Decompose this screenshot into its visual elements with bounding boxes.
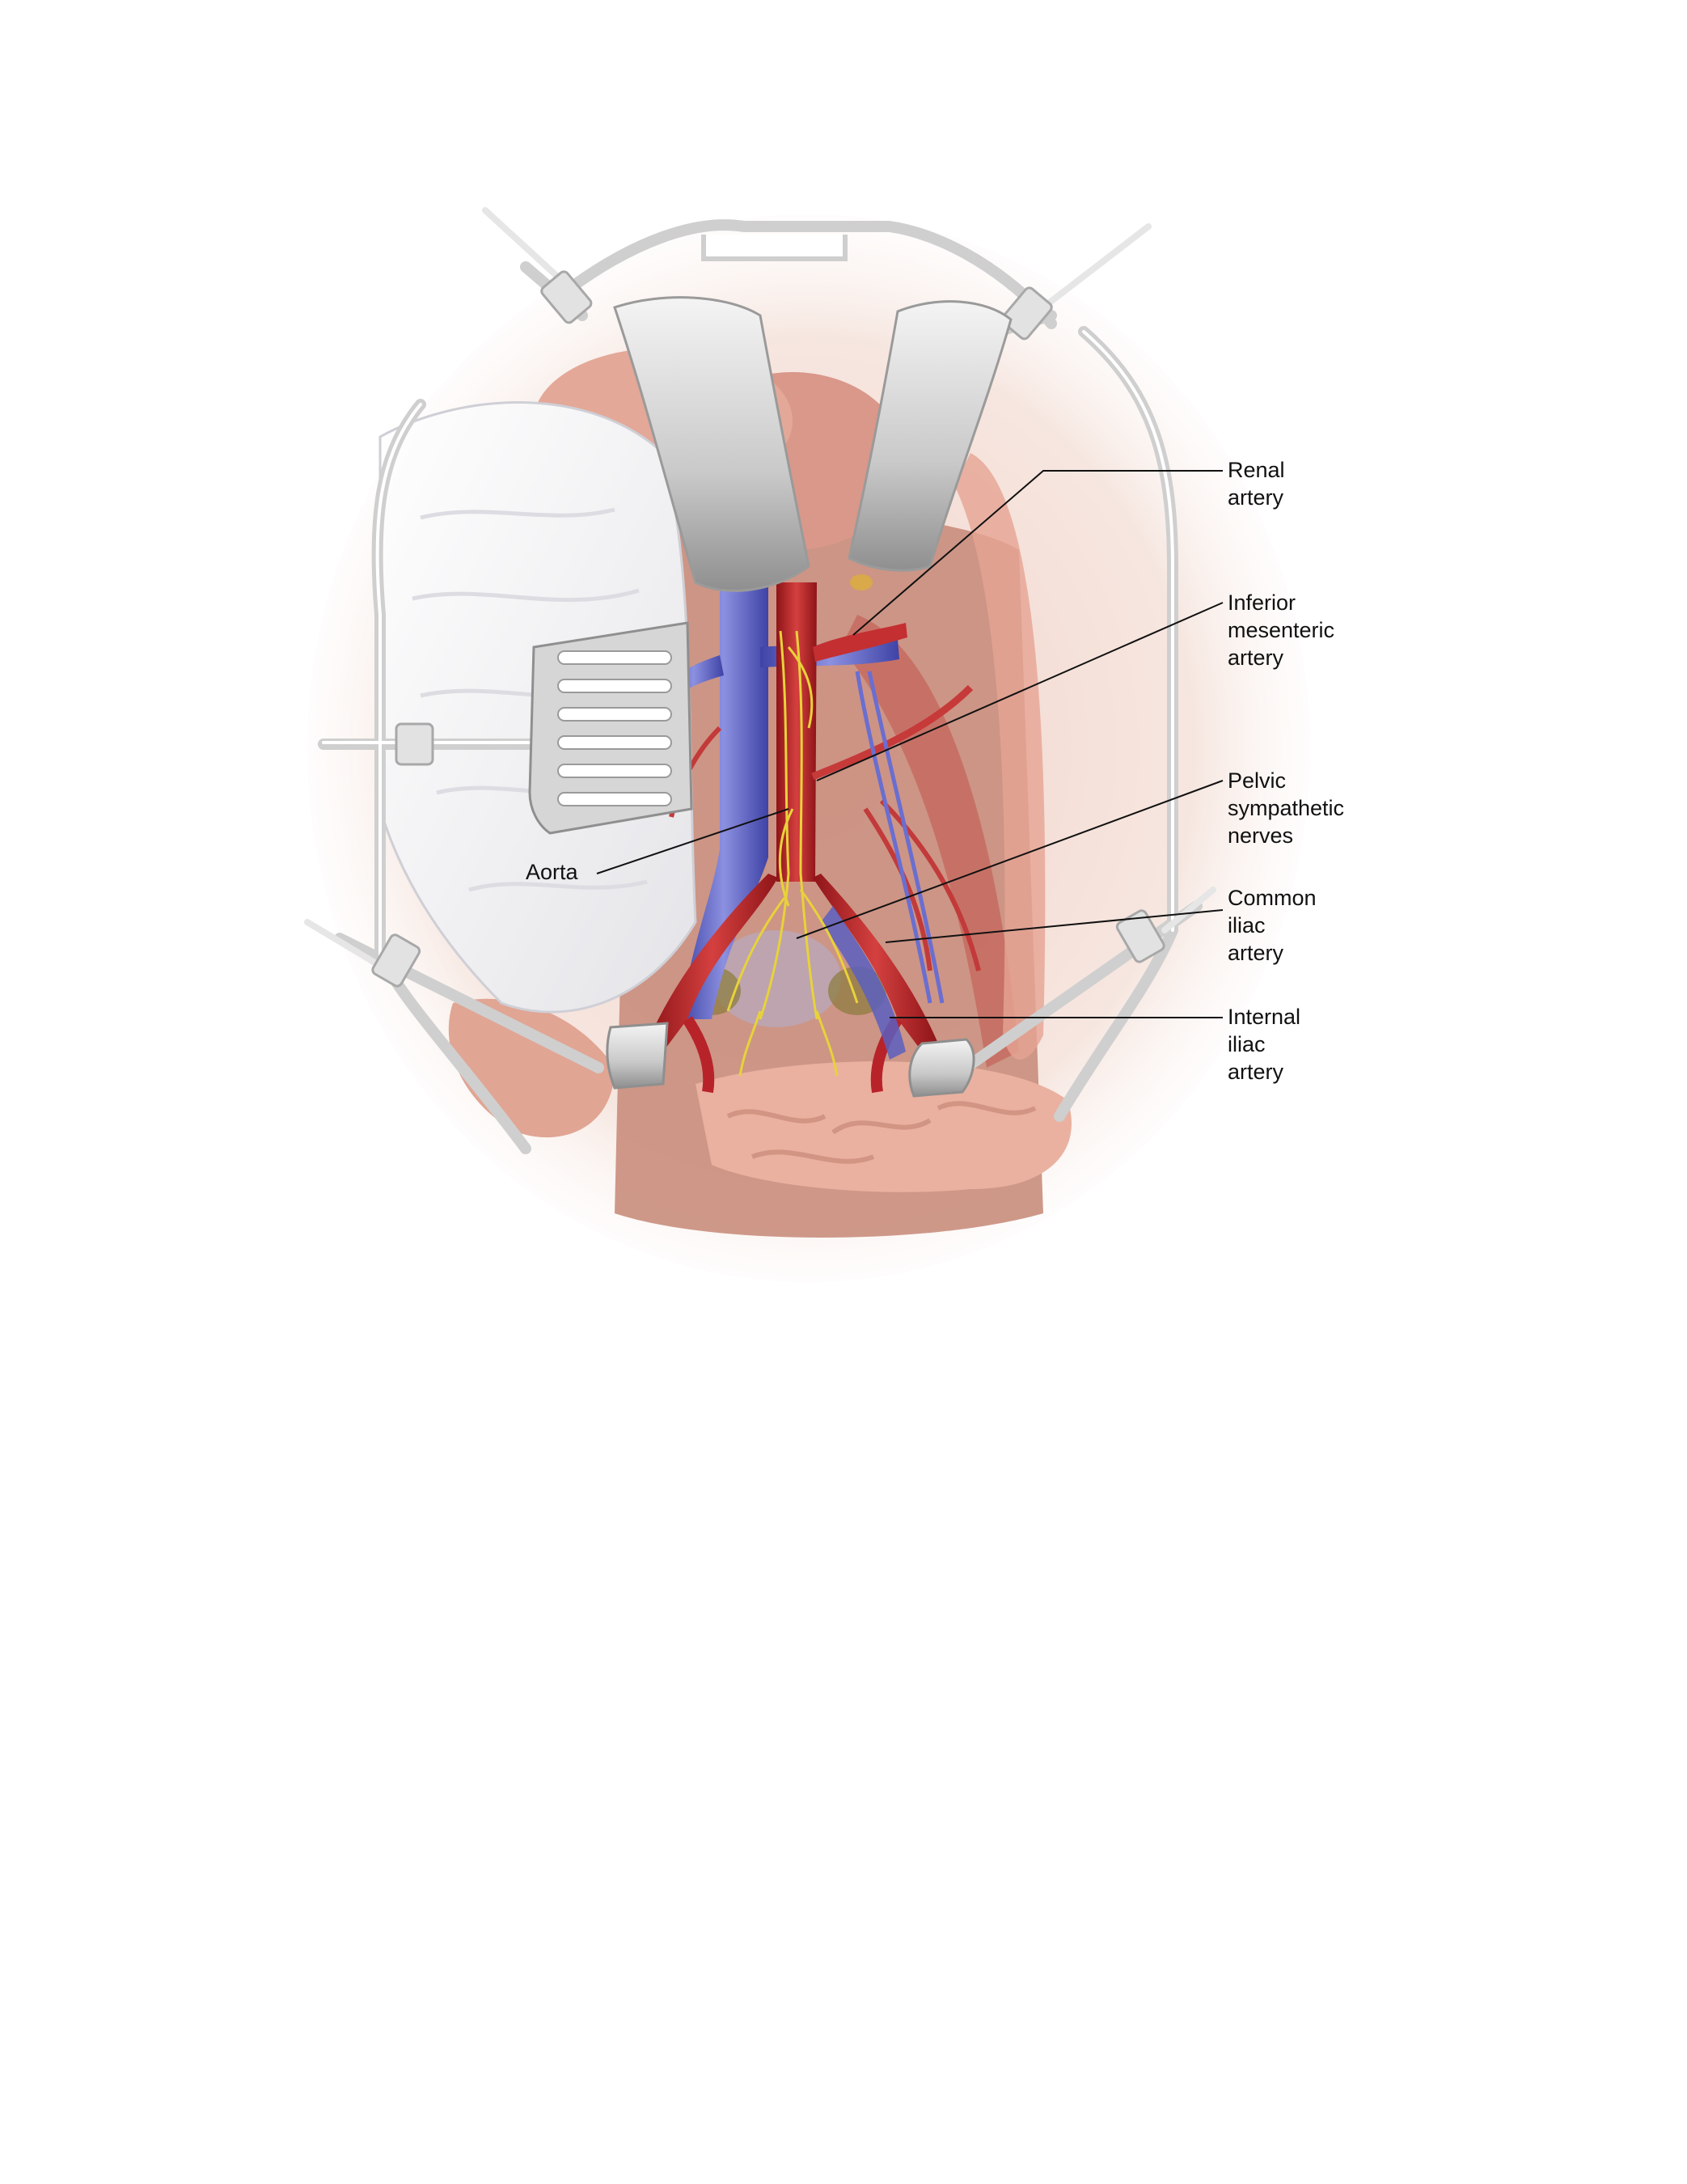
label-ima-line-2: mesenteric	[1228, 618, 1335, 642]
left-iliac-vein	[821, 906, 906, 1060]
lower-right-retractor-blade	[908, 1038, 975, 1098]
label-iia-line-1: Internal	[1228, 1005, 1301, 1029]
lymph-node	[850, 574, 873, 590]
left-comb-retractor	[528, 621, 693, 835]
label-renal-artery-line-2: artery	[1228, 485, 1284, 510]
label-iia-line-3: artery	[1228, 1060, 1284, 1084]
leader-line-aorta	[596, 808, 789, 874]
label-common-iliac-artery: Common iliac artery	[1228, 884, 1317, 967]
leader-line-inferior-mesenteric-artery	[816, 602, 1224, 781]
label-iia-line-2: iliac	[1228, 1032, 1266, 1056]
label-psn-line-2: sympathetic	[1228, 796, 1345, 820]
gonadal-vessels	[855, 671, 945, 1004]
leader-line-renal-artery	[852, 470, 1223, 636]
right-common-iliac-artery	[647, 874, 778, 1052]
pelvic-sympathetic-nerve-plexus	[726, 630, 859, 1077]
label-cia-line-2: iliac	[1228, 913, 1266, 938]
label-internal-iliac-artery: Internal iliac artery	[1228, 1003, 1300, 1086]
label-ima-line-1: Inferior	[1228, 590, 1296, 615]
label-cia-line-3: artery	[1228, 941, 1284, 965]
label-cia-line-1: Common	[1228, 886, 1317, 910]
leader-line-common-iliac-artery	[885, 909, 1224, 943]
left-common-iliac-artery	[813, 874, 938, 1052]
label-aorta: Aorta	[526, 858, 578, 886]
renal-artery-vessel	[813, 623, 907, 662]
lower-left-retractor-blade	[606, 1022, 669, 1090]
label-inferior-mesenteric-artery: Inferior mesenteric artery	[1228, 589, 1334, 671]
inferior-mesenteric-artery-vessel	[811, 684, 974, 781]
right-internal-iliac-artery	[683, 1016, 715, 1094]
label-psn-line-3: nerves	[1228, 823, 1294, 848]
label-psn-line-1: Pelvic	[1228, 768, 1287, 793]
label-pelvic-sympathetic-nerves: Pelvic sympathetic nerves	[1228, 767, 1344, 849]
label-aorta-line-1: Aorta	[526, 860, 578, 884]
label-ima-line-3: artery	[1228, 645, 1284, 670]
label-renal-artery: Renal artery	[1228, 456, 1285, 511]
retractor-top-bar	[701, 235, 848, 261]
upper-left-retractor-blade	[613, 296, 810, 592]
leader-lines	[596, 470, 1224, 1018]
upper-right-retractor-blade	[848, 300, 1013, 572]
leader-line-pelvic-sympathetic-nerves	[796, 780, 1224, 939]
label-renal-artery-line-1: Renal	[1228, 458, 1285, 482]
retractor-clamps	[371, 270, 1165, 988]
